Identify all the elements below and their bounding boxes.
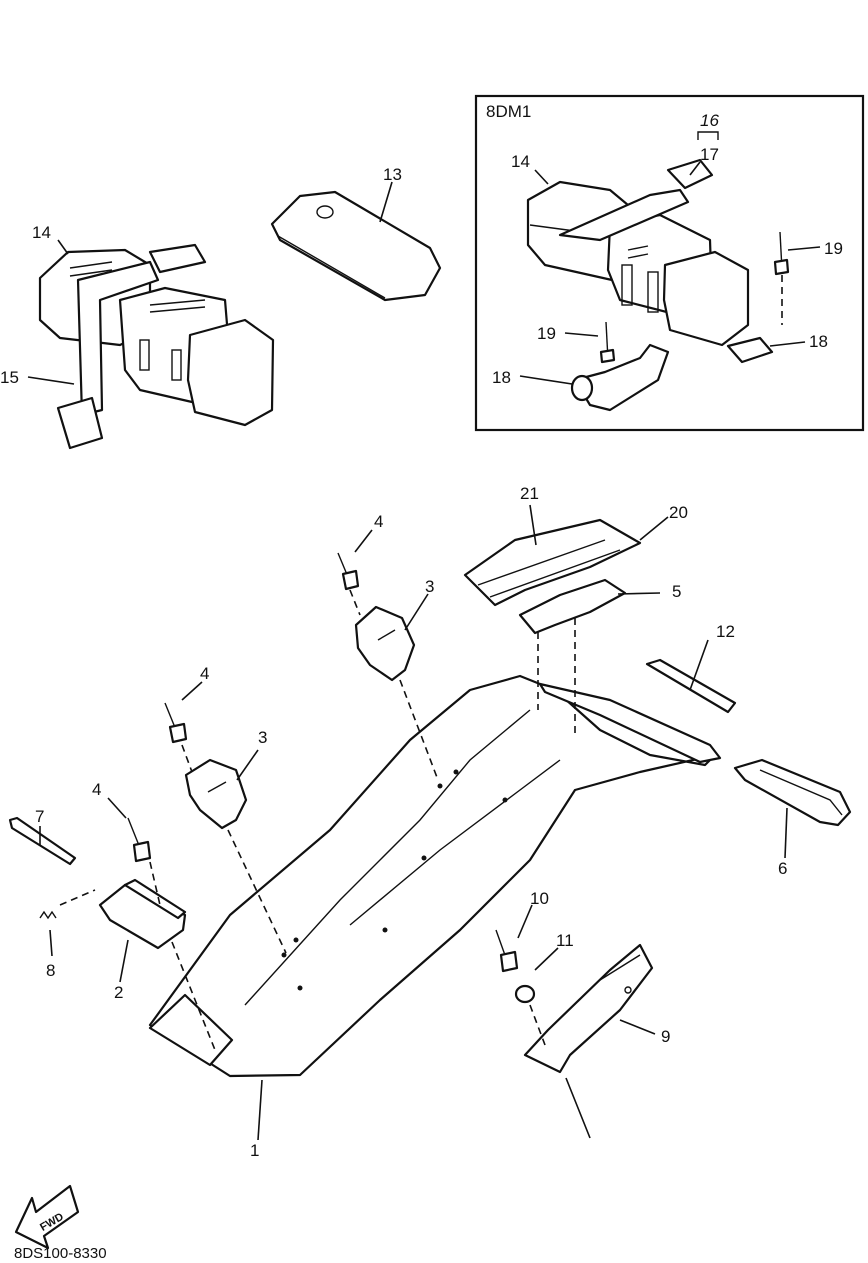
callout-2: 2 <box>114 983 123 1002</box>
tool-pouch <box>270 190 442 302</box>
screw-10 <box>495 929 519 973</box>
battery-pack <box>38 243 275 450</box>
sticker-5 <box>518 578 627 635</box>
screw-4-upper <box>337 552 360 591</box>
callout-21: 21 <box>520 484 539 503</box>
callout-12: 12 <box>716 622 735 641</box>
callout-19-right: 19 <box>824 239 843 258</box>
bracket-9 <box>523 943 654 1074</box>
callout-9: 9 <box>661 1027 670 1046</box>
clip-3-upper <box>354 605 416 682</box>
callout-13: 13 <box>383 165 402 184</box>
callout-3-middle: 3 <box>258 728 267 747</box>
inset-battery-pack <box>526 158 750 347</box>
rear-fender <box>148 674 717 1078</box>
callout-19-left: 19 <box>537 324 556 343</box>
callout-4-middle: 4 <box>200 664 209 683</box>
screw-4-lower <box>127 817 152 863</box>
callout-14: 14 <box>32 223 51 242</box>
sticker-20-21 <box>463 518 642 607</box>
clip-3-middle <box>184 758 248 830</box>
callout-20: 20 <box>669 503 688 522</box>
inset-label: 8DM1 <box>486 102 531 121</box>
inset-screw-19-left <box>599 321 616 364</box>
spring-8 <box>39 910 57 920</box>
callout-1: 1 <box>250 1141 259 1160</box>
callout-4-lower: 4 <box>92 780 101 799</box>
washer-11 <box>514 984 536 1004</box>
inset-screw-19-right <box>773 231 790 325</box>
callout-18-left: 18 <box>492 368 511 387</box>
rail-6 <box>733 758 852 827</box>
callout-8: 8 <box>46 961 55 980</box>
callout-15: 15 <box>0 368 19 387</box>
inset-bracket <box>570 336 774 412</box>
callout-18-right: 18 <box>809 332 828 351</box>
bracket-2 <box>98 878 187 950</box>
callout-17: 17 <box>700 145 719 164</box>
bolt-7 <box>8 816 77 866</box>
callout-6: 6 <box>778 859 787 878</box>
callout-7: 7 <box>35 807 44 826</box>
callout-11: 11 <box>556 931 574 950</box>
callout-14-inset: 14 <box>511 152 530 171</box>
callout-16: 16 <box>700 111 719 130</box>
fwd-arrow-icon: FWD <box>14 1184 80 1250</box>
screw-4-middle <box>164 702 188 744</box>
callout-10: 10 <box>530 889 549 908</box>
callout-4-upper: 4 <box>374 512 383 531</box>
callout-3-upper: 3 <box>425 577 434 596</box>
callout-5: 5 <box>672 582 681 601</box>
inset-8dm1: 8DM1 <box>474 94 865 432</box>
figure-code: 8DS100-8330 <box>14 1245 107 1262</box>
